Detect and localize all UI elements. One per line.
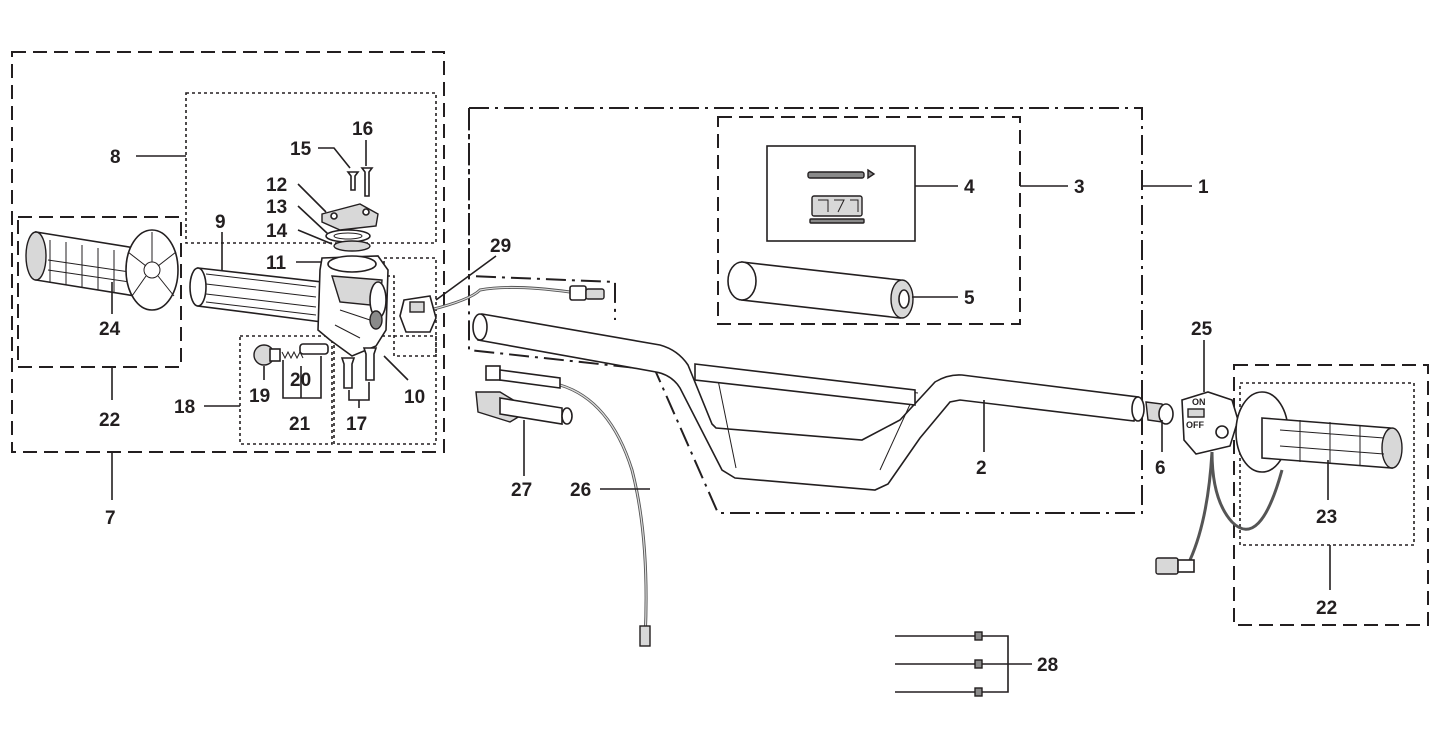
group-box-8 [185, 92, 437, 244]
callout-19: 19 [249, 386, 270, 407]
spring-20 [281, 343, 329, 360]
throttle-cover [321, 203, 379, 231]
leader-lines [111, 140, 1331, 693]
screw-16 [360, 167, 374, 197]
wire-harness-connector [399, 285, 605, 333]
callout-6: 6 [1155, 458, 1166, 479]
group-box-17 [333, 335, 437, 445]
callout-10: 10 [404, 387, 425, 408]
callout-12: 12 [266, 175, 287, 196]
group-box-1 [468, 107, 1143, 514]
cable-adjuster [475, 391, 573, 425]
switch-on-label: ON [1192, 397, 1206, 407]
callout-5: 5 [964, 288, 975, 309]
callout-29: 29 [490, 236, 511, 257]
callout-14: 14 [266, 221, 288, 242]
handlebar [472, 313, 1145, 491]
callout-3: 3 [1074, 177, 1085, 198]
callout-26: 26 [570, 480, 591, 501]
callout-11: 11 [266, 253, 287, 274]
callout-23: 23 [1316, 507, 1337, 528]
callout-1: 1 [1198, 177, 1209, 198]
callout-15: 15 [290, 139, 312, 160]
throttle-housing [317, 255, 389, 357]
group-box-7 [11, 51, 445, 453]
group-box-23 [1239, 382, 1415, 546]
decal-logo-block [811, 195, 863, 217]
switch-off-label: OFF [1186, 420, 1204, 430]
throttle-tube [189, 267, 323, 323]
callout-2: 2 [976, 458, 987, 479]
throttle-cable [485, 365, 651, 647]
left-grip [25, 229, 179, 311]
callout-labels: 1 2 3 4 5 6 7 8 9 10 11 12 13 14 15 16 1… [99, 119, 1337, 676]
group-box-22-right [1233, 364, 1429, 626]
zip-ties [895, 631, 983, 697]
right-grip [1235, 391, 1403, 473]
group-box-3 [717, 116, 1021, 325]
callout-22-left: 22 [99, 410, 120, 431]
callout-18: 18 [174, 397, 195, 418]
callout-21: 21 [289, 414, 311, 435]
callout-25: 25 [1191, 319, 1213, 340]
callout-7: 7 [105, 508, 116, 529]
group-box-22-left [17, 216, 182, 368]
bolt-17b [362, 347, 378, 381]
bar-pad [727, 261, 914, 319]
callout-9: 9 [215, 212, 226, 233]
callout-20: 20 [290, 370, 311, 391]
gasket-13 [325, 229, 371, 243]
group-box-18 [239, 335, 333, 445]
decal-logo-strip [807, 171, 865, 179]
bolt-17a [340, 357, 356, 389]
kill-switch: ON OFF [1155, 391, 1284, 575]
screw-15 [346, 171, 360, 191]
callout-22-right: 22 [1316, 598, 1337, 619]
callout-27: 27 [511, 480, 532, 501]
callout-13: 13 [266, 197, 287, 218]
decal-sheet [766, 145, 916, 242]
callout-24: 24 [99, 319, 121, 340]
washer-14 [333, 240, 371, 252]
callout-8: 8 [110, 147, 121, 168]
callout-4: 4 [964, 177, 975, 198]
bar-end-plug [1145, 401, 1174, 425]
callout-28: 28 [1037, 655, 1058, 676]
group-box-29 [468, 108, 616, 320]
callout-16: 16 [352, 119, 373, 140]
callout-17: 17 [346, 414, 367, 435]
adjuster-knob-19 [253, 344, 281, 366]
